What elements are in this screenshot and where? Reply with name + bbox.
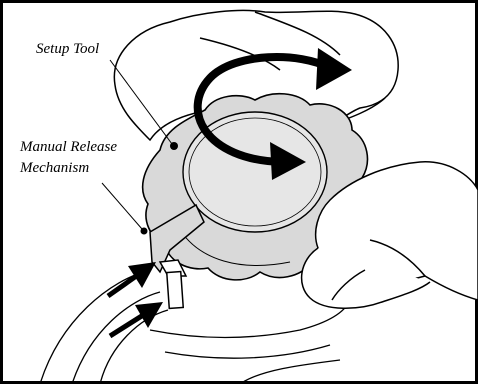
setup-tool-label: Setup Tool — [36, 40, 99, 58]
manual-release-label-line1: Manual Release — [20, 138, 117, 156]
manual-release-label-line2: Mechanism — [20, 159, 89, 177]
